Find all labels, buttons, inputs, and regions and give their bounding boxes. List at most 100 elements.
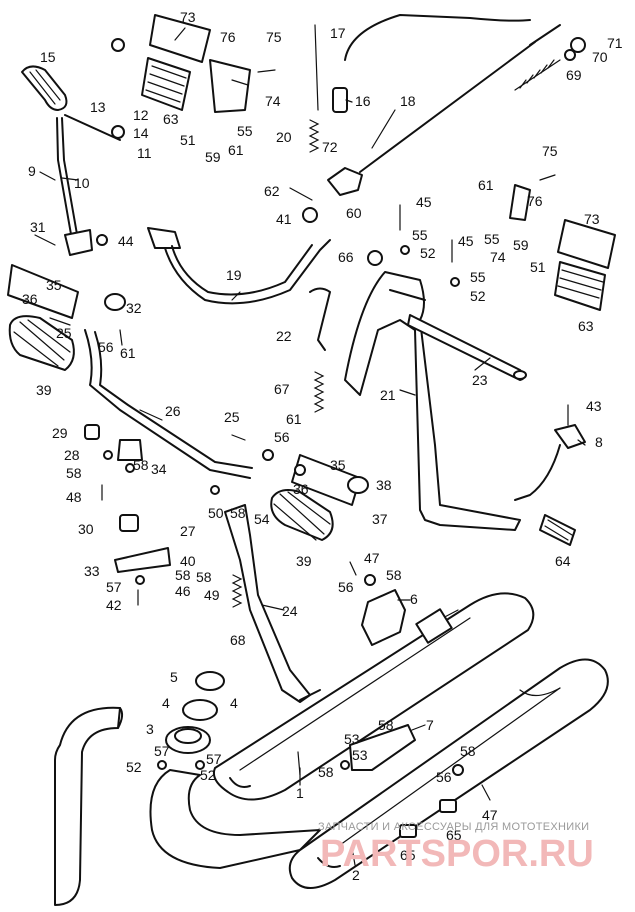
callout-label: 26 [165, 403, 181, 419]
shift-lever [21, 65, 121, 256]
callout-label: 67 [274, 381, 290, 397]
callout-label: 4 [162, 695, 170, 711]
callout-label: 57 [154, 743, 170, 759]
callout-label: 68 [230, 632, 246, 648]
bracket-6 [361, 589, 406, 646]
callout-label: 74 [490, 249, 506, 265]
callout-label: 75 [266, 29, 282, 45]
callout-label: 14 [133, 125, 149, 141]
callout-label: 42 [106, 597, 122, 613]
callout-label: 59 [513, 237, 529, 253]
callout-label: 58 [196, 569, 212, 585]
callout-label: 36 [293, 481, 309, 497]
callout-label: 52 [200, 767, 216, 783]
watermark-logo: PARTSPOR.RU [320, 833, 594, 875]
callout-label: 40 [180, 553, 196, 569]
callout-label: 58 [386, 567, 402, 583]
callout-label: 19 [226, 267, 242, 283]
callout-label: 52 [470, 288, 486, 304]
callout-label: 17 [330, 25, 346, 41]
callout-label: 63 [163, 111, 179, 127]
callout-label: 76 [527, 193, 543, 209]
callout-label: 61 [120, 345, 136, 361]
callout-label: 46 [175, 583, 191, 599]
callout-label: 76 [220, 29, 236, 45]
callout-label: 1 [296, 785, 304, 801]
callout-label: 15 [40, 49, 56, 65]
callout-label: 30 [78, 521, 94, 537]
callout-label: 29 [52, 425, 68, 441]
callout-label: 55 [237, 123, 253, 139]
callout-label: 58 [175, 567, 191, 583]
callout-label: 71 [607, 35, 623, 51]
callout-label: 8 [595, 434, 603, 450]
callout-label: 58 [460, 743, 476, 759]
callout-label: 61 [478, 177, 494, 193]
rear-brake-lever [514, 424, 586, 546]
spring-68 [231, 574, 243, 608]
callout-label: 25 [56, 325, 72, 341]
rear-footrest-right [509, 184, 616, 311]
callout-label: 10 [74, 175, 90, 191]
callout-label: 41 [276, 211, 292, 227]
callout-label: 58 [230, 505, 246, 521]
callout-label: 56 [436, 769, 452, 785]
callout-label: 73 [180, 9, 196, 25]
callout-label: 39 [36, 382, 52, 398]
callout-label: 34 [151, 461, 167, 477]
callout-label: 37 [372, 511, 388, 527]
callout-label: 55 [484, 231, 500, 247]
callout-label: 65 [446, 827, 462, 843]
callout-label: 53 [344, 731, 360, 747]
callout-label: 56 [274, 429, 290, 445]
callout-label: 39 [296, 553, 312, 569]
watermark-subtitle: ЗАПЧАСТИ И АКСЕССУАРЫ ДЛЯ МОТОТЕХНИКИ [318, 821, 589, 833]
callout-label: 45 [416, 194, 432, 210]
callout-label: 6 [410, 591, 418, 607]
footrest-bar [84, 329, 251, 479]
callout-label: 56 [338, 579, 354, 595]
brake-pedal [147, 227, 331, 351]
callout-label: 7 [426, 717, 434, 733]
main-stand [344, 271, 527, 531]
callout-label: 45 [458, 233, 474, 249]
callout-label: 72 [322, 139, 338, 155]
brake-arm [327, 167, 363, 196]
spring-69 [514, 59, 561, 91]
muffler-upper [212, 592, 535, 801]
bolts [49, 69, 569, 801]
callout-label: 13 [90, 99, 106, 115]
callout-label: 36 [22, 291, 38, 307]
callout-labels: 73 76 75 17 71 70 69 15 13 12 14 11 63 7… [22, 9, 623, 883]
spring-20 [308, 119, 320, 153]
callout-label: 12 [133, 107, 149, 123]
callout-label: 47 [364, 550, 380, 566]
callout-label: 57 [106, 579, 122, 595]
callout-label: 47 [482, 807, 498, 823]
callout-label: 35 [330, 457, 346, 473]
callout-label: 28 [64, 447, 80, 463]
callout-label: 55 [470, 269, 486, 285]
callout-label: 48 [66, 489, 82, 505]
callout-label: 52 [126, 759, 142, 775]
callout-label: 51 [180, 132, 196, 148]
callout-label: 64 [555, 553, 571, 569]
callout-label: 20 [276, 129, 292, 145]
callout-label: 33 [84, 563, 100, 579]
callout-label: 35 [46, 277, 62, 293]
callout-label: 66 [338, 249, 354, 265]
callout-label: 56 [98, 339, 114, 355]
callout-label: 2 [352, 867, 360, 883]
callout-label: 63 [578, 318, 594, 334]
callout-label: 25 [224, 409, 240, 425]
callout-label: 27 [180, 523, 196, 539]
leader-lines [34, 27, 586, 866]
front-footrest-right [270, 454, 361, 541]
rear-footrest-left [141, 14, 251, 113]
callout-label: 60 [346, 205, 362, 221]
callout-label: 23 [472, 372, 488, 388]
callout-label: 21 [380, 387, 396, 403]
callout-label: 58 [318, 764, 334, 780]
callout-label: 58 [378, 717, 394, 733]
